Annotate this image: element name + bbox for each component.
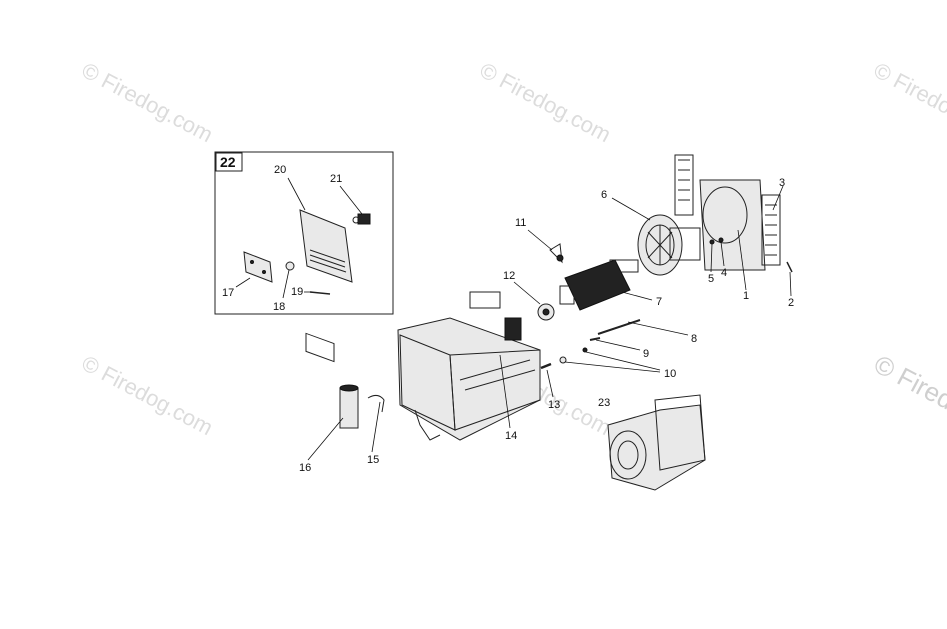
callout-3: 3 — [779, 177, 785, 189]
callout-21: 21 — [330, 173, 342, 185]
callout-12: 12 — [503, 270, 515, 282]
spring-part-13 — [540, 362, 552, 370]
callout-1: 1 — [743, 290, 749, 302]
callout-10: 10 — [664, 368, 676, 380]
inset-box: 22 — [214, 151, 394, 363]
watermark-2: © Firedog.com — [476, 57, 615, 147]
callout-15: 15 — [367, 454, 379, 466]
connector-part — [352, 213, 371, 225]
washer-part-5 — [709, 239, 715, 245]
leader-lines — [235, 177, 792, 461]
bearing-part — [537, 303, 555, 321]
callout-4: 4 — [721, 267, 727, 279]
armature-part — [559, 259, 639, 311]
callout-14: 14 — [505, 430, 517, 442]
rod-part-8 — [597, 319, 641, 335]
clamp-part — [367, 394, 385, 413]
inset-number-frame — [215, 152, 243, 172]
callout-13: 13 — [548, 399, 560, 411]
callout-9: 9 — [643, 348, 649, 360]
watermark-6: © Firedo — [869, 349, 947, 422]
callout-5: 5 — [708, 273, 714, 285]
callout-11: 11 — [515, 217, 526, 229]
capacitor-part — [339, 384, 359, 429]
end-cover-part — [674, 154, 781, 271]
small-hardware — [709, 237, 793, 273]
inset-frame — [214, 151, 394, 315]
callout-20: 20 — [274, 164, 286, 176]
watermark-1: © Firedog.com — [78, 57, 217, 147]
housing-part — [397, 291, 541, 441]
nut-part-10b — [559, 356, 567, 364]
screw-part-19 — [309, 291, 331, 295]
washer-part-4 — [718, 237, 724, 243]
callout-18: 18 — [273, 301, 285, 313]
callout-16: 16 — [299, 462, 311, 474]
grille-left — [674, 154, 694, 216]
knob-part — [285, 261, 295, 271]
adapter-part — [607, 394, 706, 491]
callout-8: 8 — [691, 333, 697, 345]
nut-part-10a — [582, 347, 588, 353]
callout-17: 17 — [222, 287, 234, 299]
screw-part-2 — [786, 261, 793, 273]
clip-part — [549, 243, 564, 264]
inset-number: 22 — [220, 154, 236, 170]
callout-7: 7 — [656, 296, 662, 308]
watermark-3: © Firedog.com — [870, 57, 947, 147]
pin-part-9 — [589, 337, 601, 341]
callout-6: 6 — [601, 189, 607, 201]
control-panel-part — [299, 209, 353, 363]
fan-part — [637, 214, 701, 276]
rods-and-pins — [540, 319, 641, 370]
callout-2: 2 — [788, 297, 794, 309]
callout-19: 19 — [291, 286, 303, 298]
callout-labels: 1 2 3 4 5 6 7 8 9 10 11 12 13 14 15 16 1… — [222, 164, 794, 474]
grille-right — [761, 194, 781, 266]
watermark-4: © Firedog.com — [78, 350, 217, 440]
plate-part — [243, 251, 273, 283]
callout-23: 23 — [598, 397, 610, 409]
